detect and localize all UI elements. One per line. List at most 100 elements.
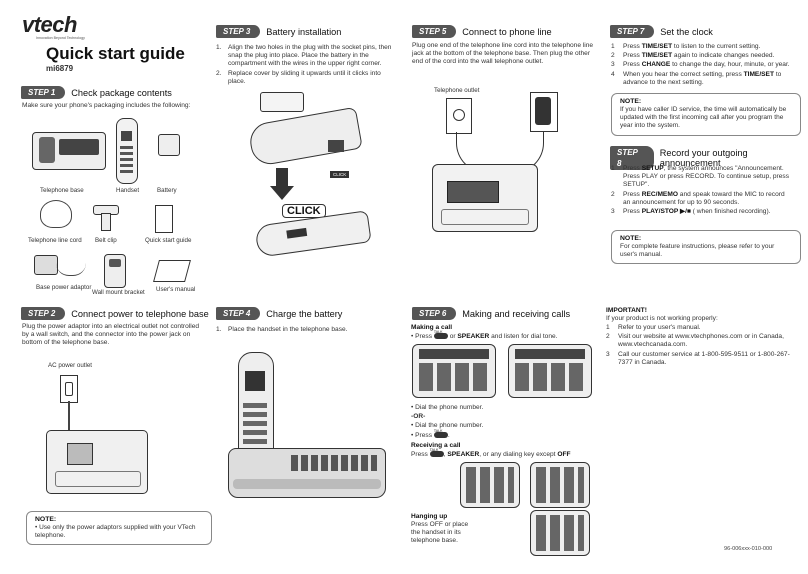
dial2-text: Dial the phone number. — [415, 422, 484, 429]
list-number: 1 — [611, 165, 615, 172]
step-title: Check package contents — [71, 87, 172, 98]
step-badge: STEP 6 — [412, 307, 457, 320]
item-label: Telephone line cord — [28, 237, 82, 244]
step3-header: STEP 3 Battery installation — [216, 25, 341, 38]
step-title: Battery installation — [266, 26, 342, 37]
phone-outlet-label: Telephone outlet — [434, 87, 480, 94]
press2-line: • Press TALK . — [411, 429, 450, 439]
step1-header: STEP 1 Check package contents — [21, 86, 172, 99]
step-title: Making and receiving calls — [462, 308, 571, 319]
keypad-illustration — [460, 462, 520, 508]
press-text: Press — [415, 333, 432, 340]
receiving-call-title: Receiving a call — [411, 442, 461, 449]
note-title: NOTE: — [620, 235, 642, 242]
text: , the system announces "Announcement. Pr… — [623, 165, 790, 189]
list-item-text: Press CHANGE to change the day, hour, mi… — [623, 61, 790, 69]
list-item: 1.Place the handset in the telephone bas… — [216, 326, 348, 333]
item-label: Belt clip — [95, 237, 117, 244]
important-intro: If your product is not working properly: — [606, 315, 718, 322]
list-item: 1.Align the two holes in the plug with t… — [216, 44, 396, 69]
list-item: 1 Press TIME/SET to listen to the current… — [611, 43, 791, 51]
wall-bracket-illustration — [104, 254, 126, 288]
text: again to indicate changes needed. — [672, 52, 775, 60]
brand-tagline: Innovation Beyond Technology — [36, 36, 85, 40]
list-item: 2.Replace cover by sliding it upwards un… — [216, 70, 396, 86]
step1-text: Make sure your phone's packaging include… — [22, 102, 191, 109]
step8-header: STEP 8 Record your outgoing announcement — [610, 146, 808, 170]
step3-list: 1.Align the two holes in the plug with t… — [216, 44, 396, 87]
quick-guide-illustration — [155, 205, 173, 233]
list-number: 1 — [611, 43, 615, 50]
list-item-text: When you hear the correct setting, press… — [623, 71, 791, 87]
speaker-key-text: SPEAKER — [457, 333, 490, 340]
text: Press — [623, 165, 642, 172]
list-item-text: Press TIME/SET to listen to the current … — [623, 43, 760, 51]
list-number: 2 — [611, 52, 615, 60]
key: TIME/SET — [641, 52, 673, 60]
charging-illustration — [228, 352, 388, 498]
item-label: Battery — [157, 187, 177, 194]
talk-key-icon: TALK — [429, 448, 444, 458]
line-cord-illustration — [40, 200, 72, 228]
telephone-base-illustration — [32, 132, 106, 170]
step5-header: STEP 5 Connect to phone line — [412, 25, 552, 38]
key: SETUP — [641, 165, 664, 172]
text: to advance to the next setting. — [623, 70, 782, 86]
list-item: 3 Press CHANGE to change the day, hour, m… — [611, 61, 791, 69]
item-label: Base power adaptor — [36, 284, 92, 291]
step5-text: Plug one end of the telephone line cord … — [412, 42, 594, 66]
text: to change the day, hour, minute, or year… — [670, 61, 790, 69]
step-title: Record your outgoing announcement — [659, 148, 748, 168]
hangup-text: Press OFF or place the handset in its te… — [411, 521, 469, 545]
list-item-text: Call our customer service at 1-800-595-9… — [618, 350, 790, 366]
note-title: NOTE: — [620, 98, 642, 105]
list-item: 3 Press PLAY/STOP ▶/■ ( when finished rec… — [611, 208, 791, 216]
list-item-text: Visit our website at www.vtechphones.com… — [618, 333, 784, 349]
text: Press — [623, 61, 642, 69]
receiving-call-line: Press TALK , SPEAKER, or any dialing key… — [411, 448, 571, 458]
list-number: 2 — [611, 190, 615, 198]
list-number: 3 — [611, 61, 615, 69]
list-item: 2 Press TIME/SET again to indicate change… — [611, 52, 791, 60]
keypad-illustration — [412, 344, 496, 398]
step2-header: STEP 2 Connect power to telephone base — [21, 307, 209, 320]
item-label: Quick start guide — [145, 237, 192, 244]
note-body: If you have caller ID service, the time … — [620, 106, 787, 129]
step-badge: STEP 4 — [216, 307, 261, 320]
recv-tail-text: , or any dialing key except — [479, 451, 556, 458]
or-text: or — [449, 333, 456, 340]
list-number: 3 — [611, 208, 615, 216]
wall-jack-illustration — [530, 92, 558, 132]
talk-key-label: TALK — [429, 448, 439, 453]
page-title: Quick start guide — [46, 44, 185, 63]
dial2-line: • Dial the phone number. — [411, 422, 484, 429]
click-big-label: CLICK — [282, 204, 326, 218]
text: Press — [623, 43, 642, 50]
base-bottom-illustration — [46, 430, 148, 494]
step-badge: STEP 8 — [610, 146, 654, 170]
base-line-illustration — [432, 164, 538, 232]
list-item-text: Press PLAY/STOP ▶/■ ( when finished reco… — [623, 208, 770, 216]
keypad-illustration — [530, 462, 590, 508]
battery-illustration — [158, 134, 180, 156]
step7-header: STEP 7 Set the clock — [610, 25, 713, 38]
text: and speak toward the MIC to record an an… — [623, 190, 785, 206]
text: When you hear the correct setting, press — [623, 70, 744, 78]
step6-header: STEP 6 Making and receiving calls — [412, 307, 570, 320]
step-badge: STEP 2 — [21, 307, 66, 320]
user-manual-illustration — [153, 260, 191, 282]
text: Press — [623, 190, 642, 198]
down-arrow-head-icon — [270, 186, 294, 200]
list-item-text: Press SETUP, the system announces "Annou… — [623, 165, 791, 190]
making-call-title: Making a call — [411, 324, 453, 331]
adaptor-cord — [56, 263, 86, 276]
power-adaptor-illustration — [34, 255, 58, 275]
speaker-key-text: SPEAKER — [447, 451, 480, 458]
recv-press-text: Press — [411, 451, 428, 458]
key: REC/MEMO — [641, 190, 678, 198]
text: Press — [623, 52, 642, 60]
brand-logo: vtech Innovation Beyond Technology — [22, 14, 85, 41]
